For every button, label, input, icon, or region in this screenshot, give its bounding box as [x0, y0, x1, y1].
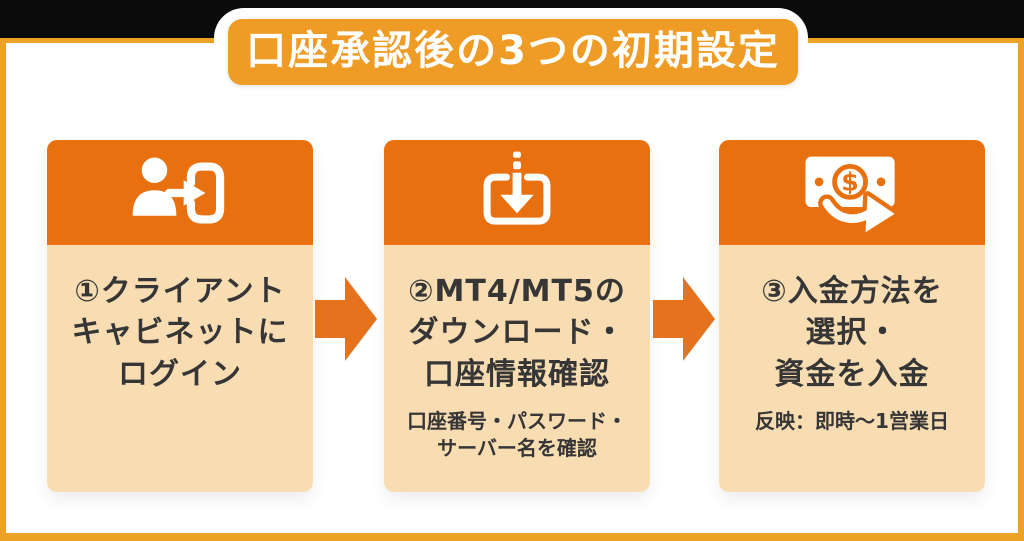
login-icon	[132, 156, 225, 224]
flow-arrow-2	[653, 277, 715, 361]
step-1-header	[47, 140, 313, 245]
step-title-line: 資金を入金	[774, 356, 930, 392]
money-deposit-icon: $	[805, 156, 899, 237]
step-2-title: ②MT4/MT5の ダウンロード・ 口座情報確認	[384, 271, 650, 395]
step-note-line: 反映：即時～1営業日	[755, 409, 949, 434]
step-2-header	[384, 140, 650, 245]
step-title-line: 口座情報確認	[424, 356, 610, 392]
step-title-line: ログイン	[118, 356, 242, 392]
title-banner: 口座承認後の3つの初期設定	[228, 19, 798, 85]
download-icon	[483, 151, 551, 225]
step-2-note: 口座番号・パスワード・ サーバー名を確認	[384, 408, 650, 462]
step-1-title: ①クライアント キャビネットに ログイン	[47, 271, 313, 395]
arrow-right-icon	[315, 277, 377, 361]
step-card-3: $ ③入金方法を 選択・ 資金を入金 反映：即時～1営業日	[719, 140, 985, 492]
step-title-line: ダウンロード・	[408, 315, 626, 351]
step-note-line: サーバー名を確認	[437, 436, 597, 461]
step-title-line: ①クライアント	[74, 274, 286, 309]
svg-text:$: $	[841, 167, 859, 196]
step-title-line: 選択・	[805, 315, 899, 351]
step-3-body: ③入金方法を 選択・ 資金を入金 反映：即時～1営業日	[719, 245, 985, 492]
step-title-line: ③入金方法を	[761, 274, 943, 309]
step-note-line: 口座番号・パスワード・	[407, 409, 627, 434]
step-1-body: ①クライアント キャビネットに ログイン	[47, 245, 313, 492]
page-title: 口座承認後の3つの初期設定	[246, 28, 780, 74]
step-3-header: $	[719, 140, 985, 245]
step-card-2: ②MT4/MT5の ダウンロード・ 口座情報確認 口座番号・パスワード・ サーバ…	[384, 140, 650, 492]
step-3-title: ③入金方法を 選択・ 資金を入金	[719, 271, 985, 395]
step-3-note: 反映：即時～1営業日	[719, 408, 985, 435]
step-2-body: ②MT4/MT5の ダウンロード・ 口座情報確認 口座番号・パスワード・ サーバ…	[384, 245, 650, 492]
step-title-line: ②MT4/MT5の	[408, 274, 626, 309]
step-title-line: キャビネットに	[71, 315, 289, 351]
step-card-1: ①クライアント キャビネットに ログイン	[47, 140, 313, 492]
flow-arrow-1	[315, 277, 377, 361]
arrow-right-icon	[653, 277, 715, 361]
